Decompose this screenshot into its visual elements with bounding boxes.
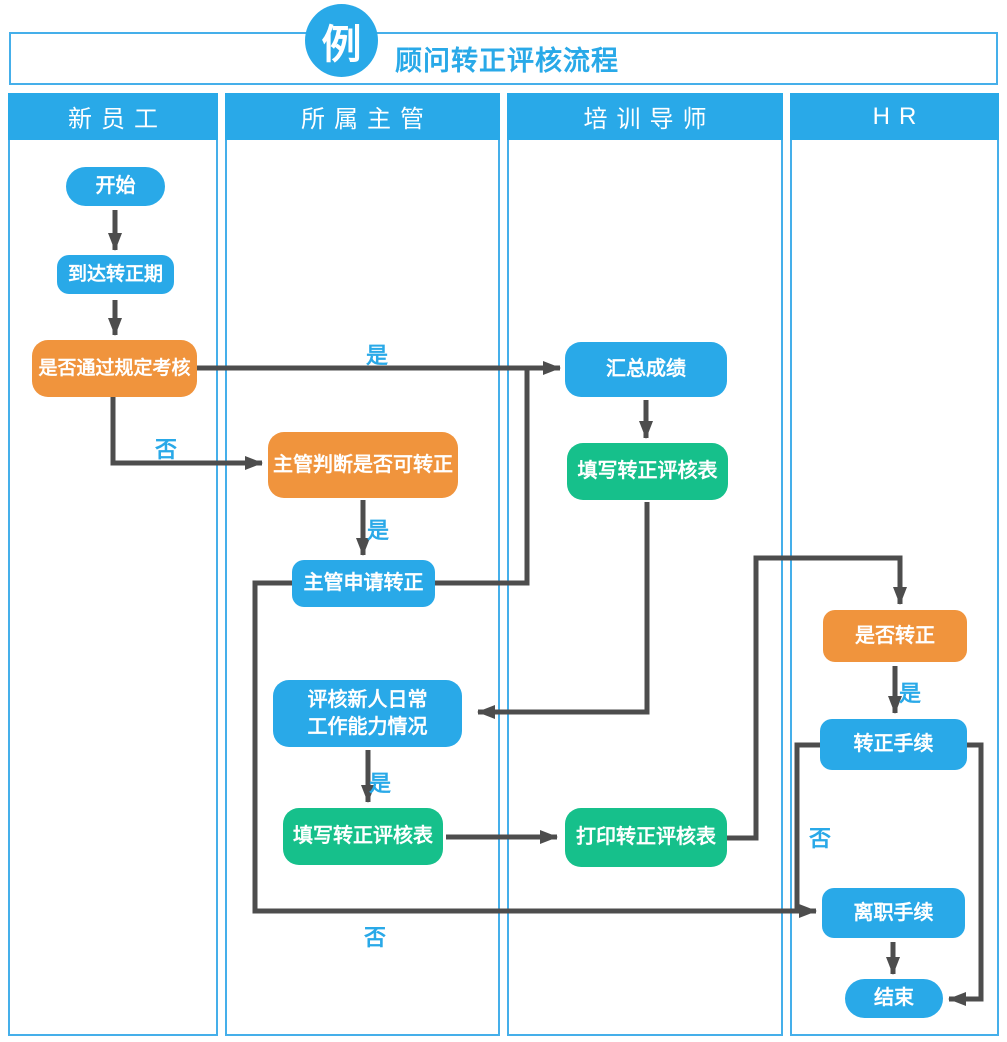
lane-mentor: 培训导师	[507, 93, 783, 1036]
node-supervisor-judge: 主管判断是否可转正	[268, 432, 458, 498]
lane-header-new-employee: 新员工	[8, 93, 218, 140]
example-badge: 例	[305, 4, 378, 77]
title-bar	[9, 32, 998, 85]
node-print-form: 打印转正评核表	[565, 808, 727, 867]
lane-header-hr: HR	[790, 93, 999, 140]
lane-header-supervisor: 所属主管	[225, 93, 500, 140]
node-fill-form-supervisor: 填写转正评核表	[283, 808, 443, 865]
node-reach-period: 到达转正期	[57, 255, 174, 294]
node-resign-procedure: 离职手续	[822, 888, 965, 938]
node-regular-procedure: 转正手续	[820, 719, 967, 770]
label-yes-assessment: 是	[365, 343, 388, 368]
label-no-regularized: 否	[808, 826, 831, 851]
label-yes-regularized: 是	[898, 681, 921, 706]
node-fill-form-mentor: 填写转正评核表	[567, 443, 728, 500]
node-start: 开始	[66, 167, 165, 206]
label-no-assessment: 否	[154, 437, 177, 462]
node-end: 结束	[845, 979, 943, 1018]
node-pass-assessment: 是否通过规定考核	[32, 340, 197, 397]
node-evaluate-daily: 评核新人日常 工作能力情况	[273, 680, 462, 747]
node-is-regularized: 是否转正	[823, 610, 967, 662]
label-yes-evaluate: 是	[368, 771, 391, 796]
lane-new-employee: 新员工	[8, 93, 218, 1036]
label-no-apply: 否	[363, 925, 386, 950]
label-yes-judge: 是	[366, 518, 389, 543]
node-supervisor-apply: 主管申请转正	[292, 560, 435, 607]
page-title: 顾问转正评核流程	[395, 46, 619, 76]
node-summarize-scores: 汇总成绩	[565, 342, 727, 397]
lane-header-mentor: 培训导师	[507, 93, 783, 140]
node-evaluate-daily-line2: 工作能力情况	[307, 715, 428, 738]
node-evaluate-daily-line1: 评核新人日常	[307, 688, 428, 711]
